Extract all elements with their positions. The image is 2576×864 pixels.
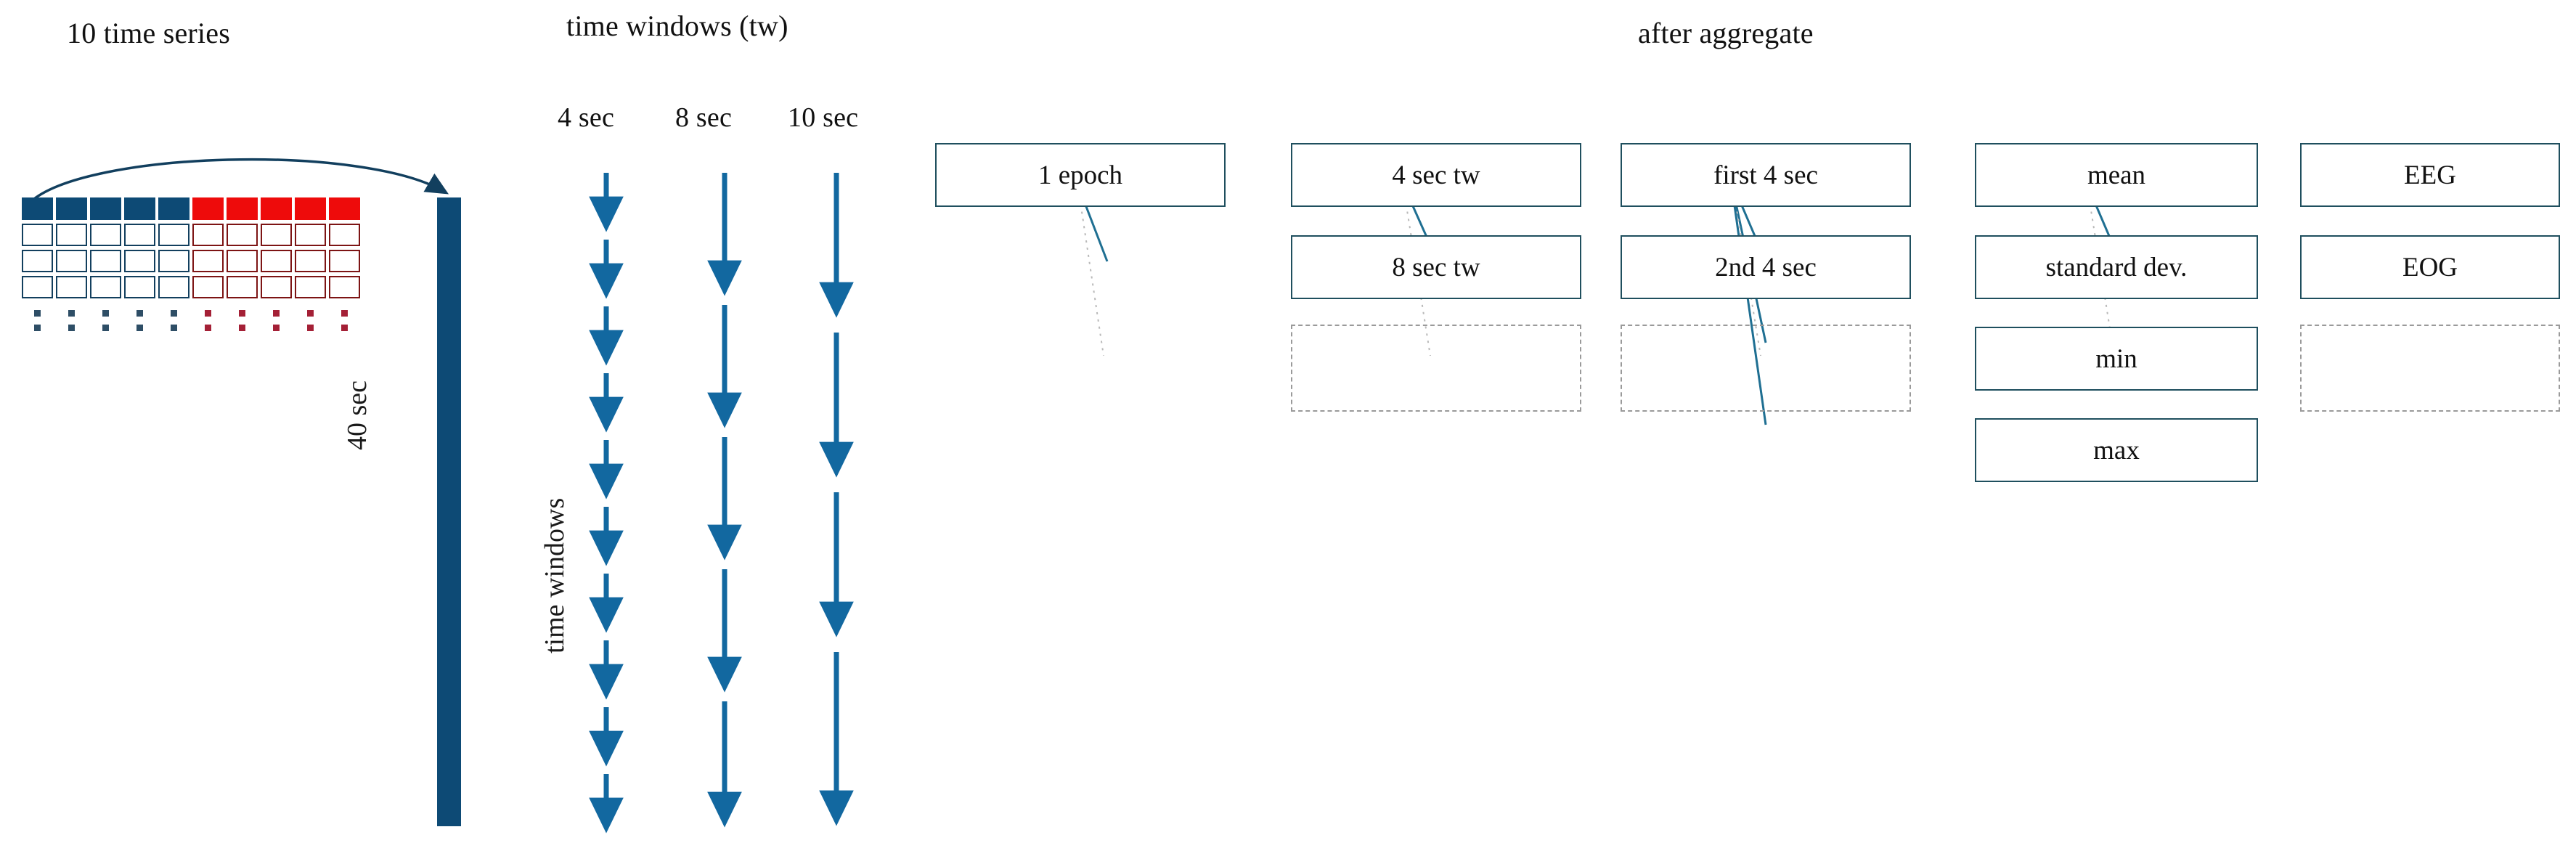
grid-cell [56, 197, 87, 220]
ellipsis-dot [239, 310, 245, 317]
time-window-arrows [589, 173, 854, 834]
grid-cell [90, 197, 121, 220]
grid-cell [227, 276, 258, 298]
grid-cell [329, 250, 360, 272]
grid-cell [90, 276, 121, 298]
grid-cell [227, 250, 258, 272]
grid-cell [22, 276, 53, 298]
grid-cell [158, 197, 189, 220]
grid-cell [329, 224, 360, 246]
grid-row [22, 197, 363, 224]
grid-cell [90, 224, 121, 246]
heading-time-series: 10 time series [67, 17, 230, 49]
ellipsis-dot [102, 310, 109, 317]
grid-cell [227, 224, 258, 246]
epoch-duration-bar [437, 197, 461, 826]
grid-row [22, 276, 363, 302]
ellipsis-dot [34, 325, 41, 331]
grid-cell [192, 250, 224, 272]
grid-cell [56, 224, 87, 246]
grid-cell [192, 224, 224, 246]
ellipsis-dot [341, 325, 348, 331]
grid-cell [124, 276, 155, 298]
flow-placeholder-signal [2300, 325, 2560, 412]
flow-box-8-sec-tw[interactable]: 8 sec tw [1291, 235, 1581, 299]
ellipsis-dot [273, 325, 280, 331]
grid-row [22, 250, 363, 276]
grid-cell [158, 250, 189, 272]
ellipsis-dot [307, 325, 314, 331]
grid-cell [124, 197, 155, 220]
grid-cell [261, 276, 292, 298]
ellipsis-dot [68, 325, 75, 331]
grid-cell [22, 224, 53, 246]
ellipsis-dot [205, 325, 211, 331]
grid-cell [124, 224, 155, 246]
epoch-duration-label: 40 sec [342, 380, 372, 450]
grid-cell [124, 250, 155, 272]
grid-row [22, 224, 363, 250]
ellipsis-dot [68, 310, 75, 317]
ellipsis-dot [273, 310, 280, 317]
grid-cell [56, 250, 87, 272]
flow-box-2nd-4-sec[interactable]: 2nd 4 sec [1621, 235, 1911, 299]
flow-box-mean[interactable]: mean [1975, 143, 2258, 207]
heading-after-aggregate: after aggregate [1638, 17, 1814, 49]
ellipsis-dot [307, 310, 314, 317]
ellipsis-dot [102, 325, 109, 331]
grid-cell [329, 276, 360, 298]
grid-cell [90, 250, 121, 272]
diagram-canvas: 10 time series time windows (tw) after a… [22, 9, 2560, 834]
ellipsis-dot [34, 310, 41, 317]
ellipsis-dot [171, 325, 177, 331]
flow-box-eeg[interactable]: EEG [2300, 143, 2560, 207]
heading-time-windows: time windows (tw) [566, 9, 788, 42]
flow-box-max[interactable]: max [1975, 418, 2258, 482]
grid-cell [295, 197, 326, 220]
flow-box-1-epoch[interactable]: 1 epoch [935, 143, 1226, 207]
flow-box-first-4-sec[interactable]: first 4 sec [1621, 143, 1911, 207]
grid-cell [192, 197, 224, 220]
grid-ellipsis-row [22, 310, 363, 317]
ellipsis-dot [205, 310, 211, 317]
tw-column-label-8sec: 8 sec [675, 102, 733, 133]
grid-cell [158, 224, 189, 246]
flow-box-standard-dev[interactable]: standard dev. [1975, 235, 2258, 299]
ellipsis-dot [171, 310, 177, 317]
flow-placeholder-segment [1621, 325, 1911, 412]
grid-cell [22, 197, 53, 220]
ellipsis-dot [239, 325, 245, 331]
flow-box-min[interactable]: min [1975, 327, 2258, 391]
grid-ellipsis-row [22, 325, 363, 331]
grid-cell [295, 224, 326, 246]
tw-column-label-10sec: 10 sec [788, 102, 859, 133]
grid-cell [158, 276, 189, 298]
grid-cell [261, 224, 292, 246]
time-series-grid [22, 197, 363, 331]
grid-cell [22, 250, 53, 272]
flow-box-4-sec-tw[interactable]: 4 sec tw [1291, 143, 1581, 207]
flow-placeholder-window [1291, 325, 1581, 412]
epoch-span-arrow [29, 158, 449, 203]
grid-cell [56, 276, 87, 298]
ellipsis-dot [136, 310, 143, 317]
grid-cell [261, 197, 292, 220]
grid-cell [192, 276, 224, 298]
flow-box-eog[interactable]: EOG [2300, 235, 2560, 299]
grid-cell [295, 276, 326, 298]
grid-cell [227, 197, 258, 220]
tw-column-label-4sec: 4 sec [558, 102, 615, 133]
grid-cell [295, 250, 326, 272]
ellipsis-dot [136, 325, 143, 331]
ellipsis-dot [341, 310, 348, 317]
grid-cell [329, 197, 360, 220]
grid-cell [261, 250, 292, 272]
